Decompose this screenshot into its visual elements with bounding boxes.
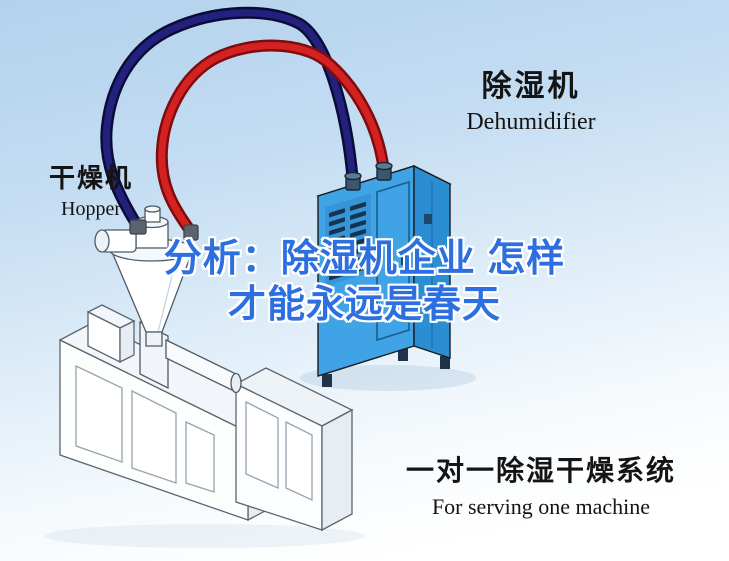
ground-shadows xyxy=(45,365,476,548)
dehumidifier-label: 除湿机 Dehumidifier xyxy=(443,70,619,136)
navy-hose-fitting xyxy=(129,219,147,235)
extruder-top-cabinet xyxy=(86,304,136,364)
hopper-label: 干燥机 Hopper xyxy=(28,163,154,221)
blower-end-cap xyxy=(94,229,110,253)
extruder-panels xyxy=(75,364,215,493)
hopper-label-zh: 干燥机 xyxy=(48,163,133,193)
headline-line2: 才能永远是春天 xyxy=(227,284,501,327)
dehumidifier-label-zh: 除湿机 xyxy=(481,70,581,103)
hopper-label-en: Hopper xyxy=(61,197,121,220)
dehumidifier-casters xyxy=(322,348,450,387)
headline: 分析：除湿机企业 怎样 才能永远是春天 xyxy=(0,236,729,329)
loader-cap-top xyxy=(144,205,161,213)
dehumidifier-vents xyxy=(325,193,371,287)
system-caption-en: For serving one machine xyxy=(431,494,651,519)
barrel-end-cap xyxy=(230,372,242,394)
hopper-throat xyxy=(145,331,163,347)
hopper-unit xyxy=(94,205,242,394)
dehumidifier-machine xyxy=(316,161,452,387)
hose-connectors xyxy=(344,161,393,191)
system-caption: 一对一除湿干燥系统 For serving one machine xyxy=(383,449,699,520)
dehumidifier-side-details xyxy=(424,182,433,348)
dehumidifier-door xyxy=(376,180,410,342)
hopper-cone-shade xyxy=(157,251,179,333)
extruder-end-unit xyxy=(234,367,354,532)
dehumidifier-label-en: Dehumidifier xyxy=(466,108,596,135)
headline-line1: 分析：除湿机企业 怎样 xyxy=(163,238,566,280)
red-hose xyxy=(155,39,390,239)
red-hose-fitting xyxy=(183,224,199,241)
extruder-machine xyxy=(58,304,354,532)
system-caption-zh: 一对一除湿干燥系统 xyxy=(405,455,676,486)
